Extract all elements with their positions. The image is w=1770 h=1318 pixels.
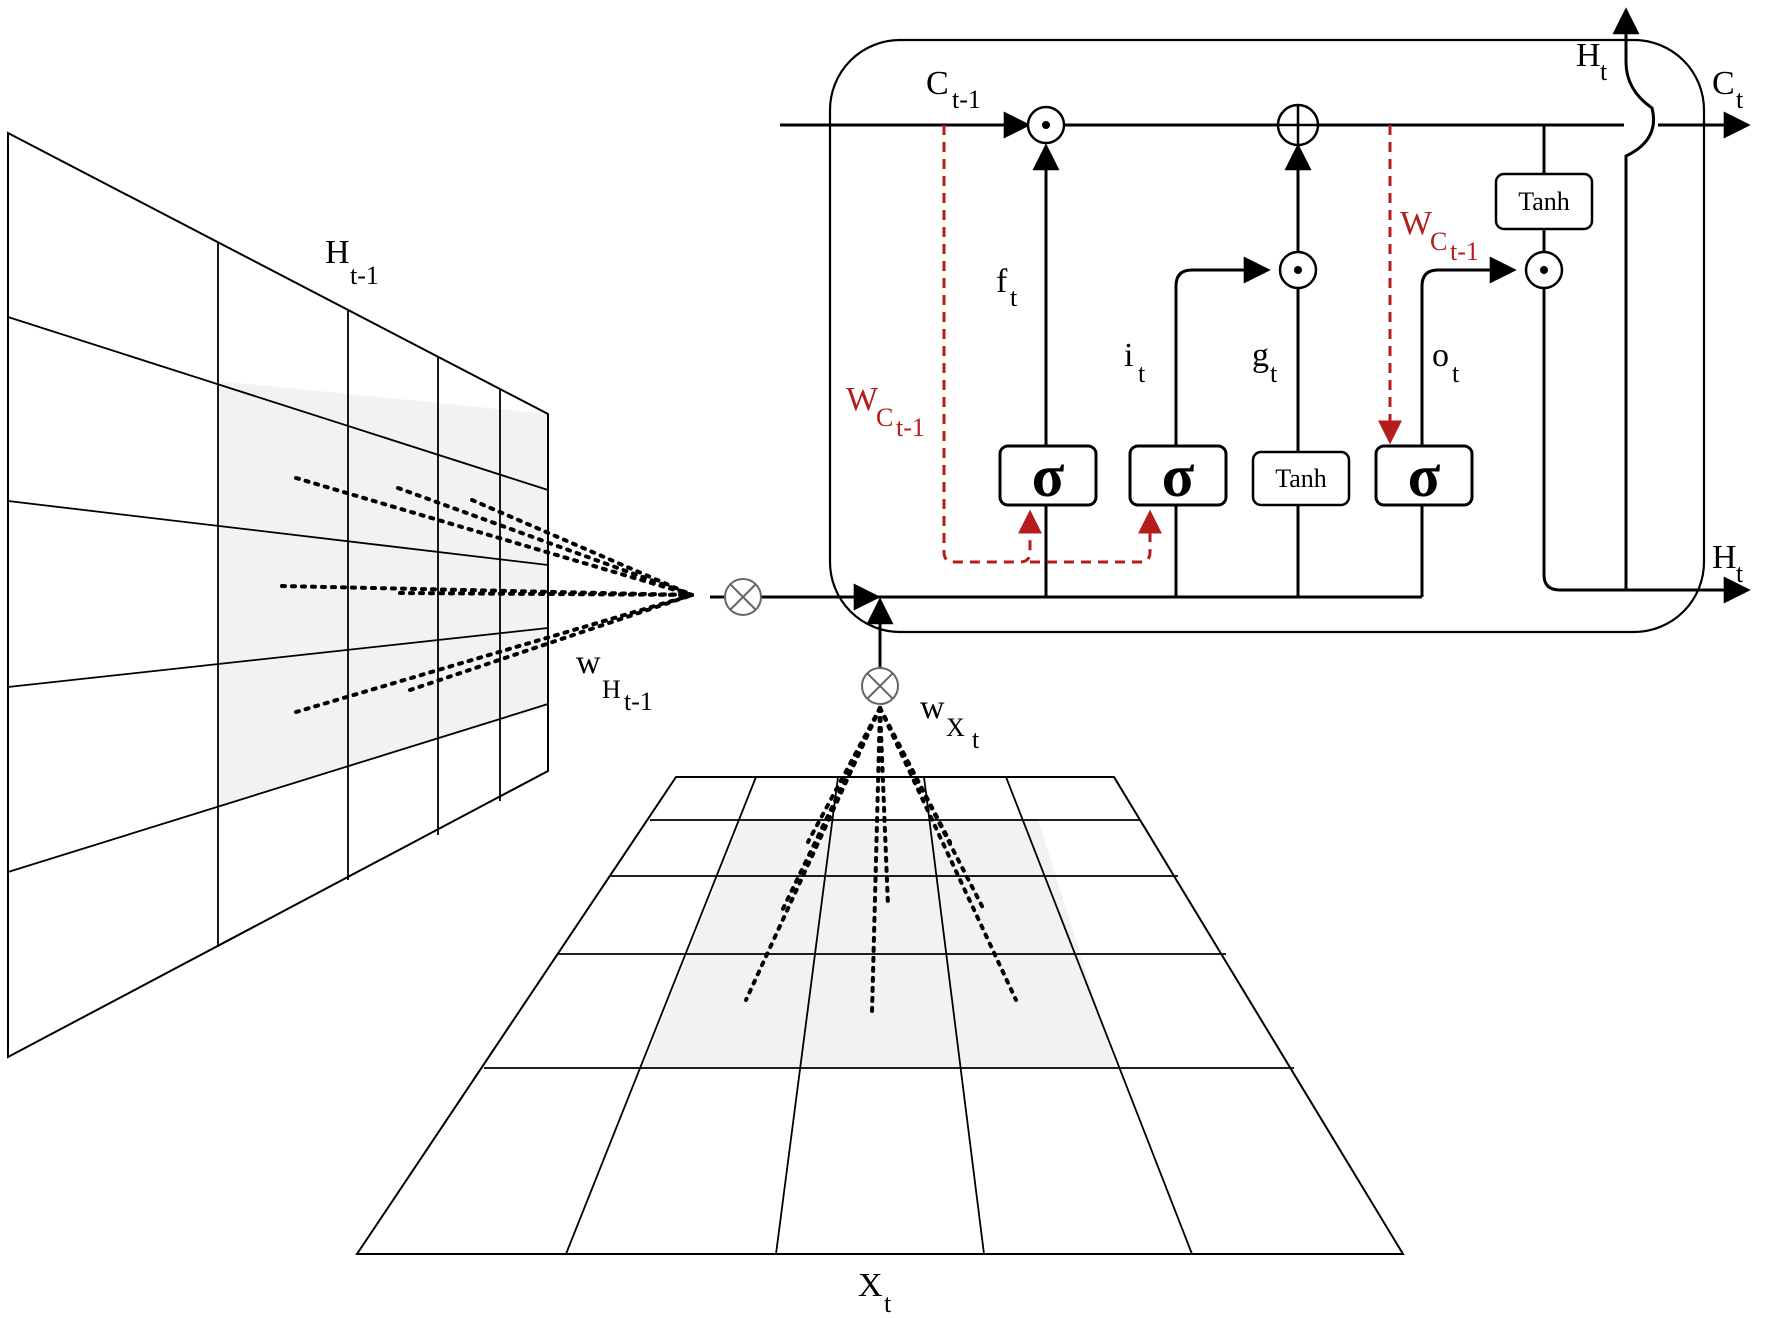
svg-text:w: w bbox=[920, 689, 945, 726]
svg-text:t: t bbox=[972, 725, 980, 754]
svg-text:C: C bbox=[1430, 227, 1447, 256]
svg-text:C: C bbox=[876, 403, 893, 432]
svg-text:X: X bbox=[946, 713, 965, 742]
svg-text:H: H bbox=[1712, 539, 1737, 576]
svg-text:w: w bbox=[576, 644, 601, 681]
h-prev-rays bbox=[280, 476, 694, 714]
label-h-t-top: H t bbox=[1576, 37, 1608, 86]
svg-text:t-1: t-1 bbox=[896, 413, 925, 442]
svg-text:i: i bbox=[1124, 337, 1133, 374]
h-prev-grid bbox=[7, 131, 549, 1059]
x-t-receptive-field bbox=[643, 819, 1116, 1067]
svg-text:Tanh: Tanh bbox=[1518, 187, 1570, 216]
svg-text:W: W bbox=[846, 381, 879, 418]
hadamard-forget bbox=[1026, 105, 1066, 145]
svg-text:t: t bbox=[1010, 283, 1018, 312]
conv-h-icon bbox=[724, 578, 762, 616]
label-h-t-out: H t bbox=[1712, 539, 1744, 588]
svg-text:o: o bbox=[1432, 337, 1449, 374]
label-c-t: C t bbox=[1712, 65, 1744, 114]
label-w-c-prev-left: W C t-1 bbox=[846, 381, 925, 442]
conv-x-icon bbox=[861, 667, 899, 705]
lstm-cell-box bbox=[828, 38, 1706, 634]
svg-text:σ: σ bbox=[1408, 443, 1441, 509]
svg-text:t: t bbox=[1138, 359, 1146, 388]
svg-text:t: t bbox=[884, 1289, 892, 1318]
label-c-prev: C t-1 bbox=[926, 65, 981, 114]
svg-text:σ: σ bbox=[1162, 443, 1195, 509]
hadamard-output bbox=[1524, 250, 1564, 290]
tanh-gate-box: Tanh bbox=[1251, 450, 1351, 507]
svg-text:X: X bbox=[858, 1267, 883, 1304]
h-prev-receptive-field bbox=[218, 381, 548, 806]
svg-text:g: g bbox=[1252, 337, 1269, 374]
svg-text:t: t bbox=[1736, 559, 1744, 588]
label-i-t: i t bbox=[1124, 337, 1146, 388]
label-w-c-prev-right: W C t-1 bbox=[1400, 205, 1479, 266]
svg-text:H: H bbox=[1576, 37, 1601, 74]
label-o-t: o t bbox=[1432, 337, 1460, 388]
svg-text:t: t bbox=[1270, 359, 1278, 388]
svg-text:Tanh: Tanh bbox=[1275, 464, 1327, 493]
label-w-x-t: w X t bbox=[920, 689, 980, 754]
svg-text:σ: σ bbox=[1032, 443, 1065, 509]
label-x-t: X t bbox=[858, 1267, 892, 1318]
add-cell bbox=[1276, 103, 1320, 147]
label-f-t: f t bbox=[996, 263, 1018, 312]
svg-text:H: H bbox=[325, 234, 350, 271]
sigma-output-box: σ bbox=[1374, 443, 1474, 509]
svg-text:C: C bbox=[926, 65, 949, 102]
svg-text:t: t bbox=[1736, 85, 1744, 114]
svg-text:f: f bbox=[996, 263, 1008, 300]
svg-text:t-1: t-1 bbox=[624, 687, 653, 716]
svg-text:C: C bbox=[1712, 65, 1735, 102]
svg-text:t: t bbox=[1600, 57, 1608, 86]
x-t-rays bbox=[744, 706, 1018, 1014]
svg-text:t-1: t-1 bbox=[1450, 237, 1479, 266]
label-h-prev: H t-1 bbox=[325, 234, 379, 290]
tanh-cell-box: Tanh bbox=[1494, 172, 1594, 231]
x-t-grid bbox=[355, 776, 1405, 1255]
svg-text:t: t bbox=[1452, 359, 1460, 388]
svg-text:H: H bbox=[602, 675, 621, 704]
svg-text:t-1: t-1 bbox=[350, 261, 379, 290]
svg-text:W: W bbox=[1400, 205, 1433, 242]
svg-text:t-1: t-1 bbox=[952, 85, 981, 114]
hadamard-input bbox=[1278, 250, 1318, 290]
label-g-t: g t bbox=[1252, 337, 1278, 388]
sigma-input-box: σ bbox=[1128, 443, 1228, 509]
sigma-forget-box: σ bbox=[998, 443, 1098, 509]
peephole-connections bbox=[942, 125, 1402, 564]
label-w-h-prev: w H t-1 bbox=[576, 644, 653, 716]
